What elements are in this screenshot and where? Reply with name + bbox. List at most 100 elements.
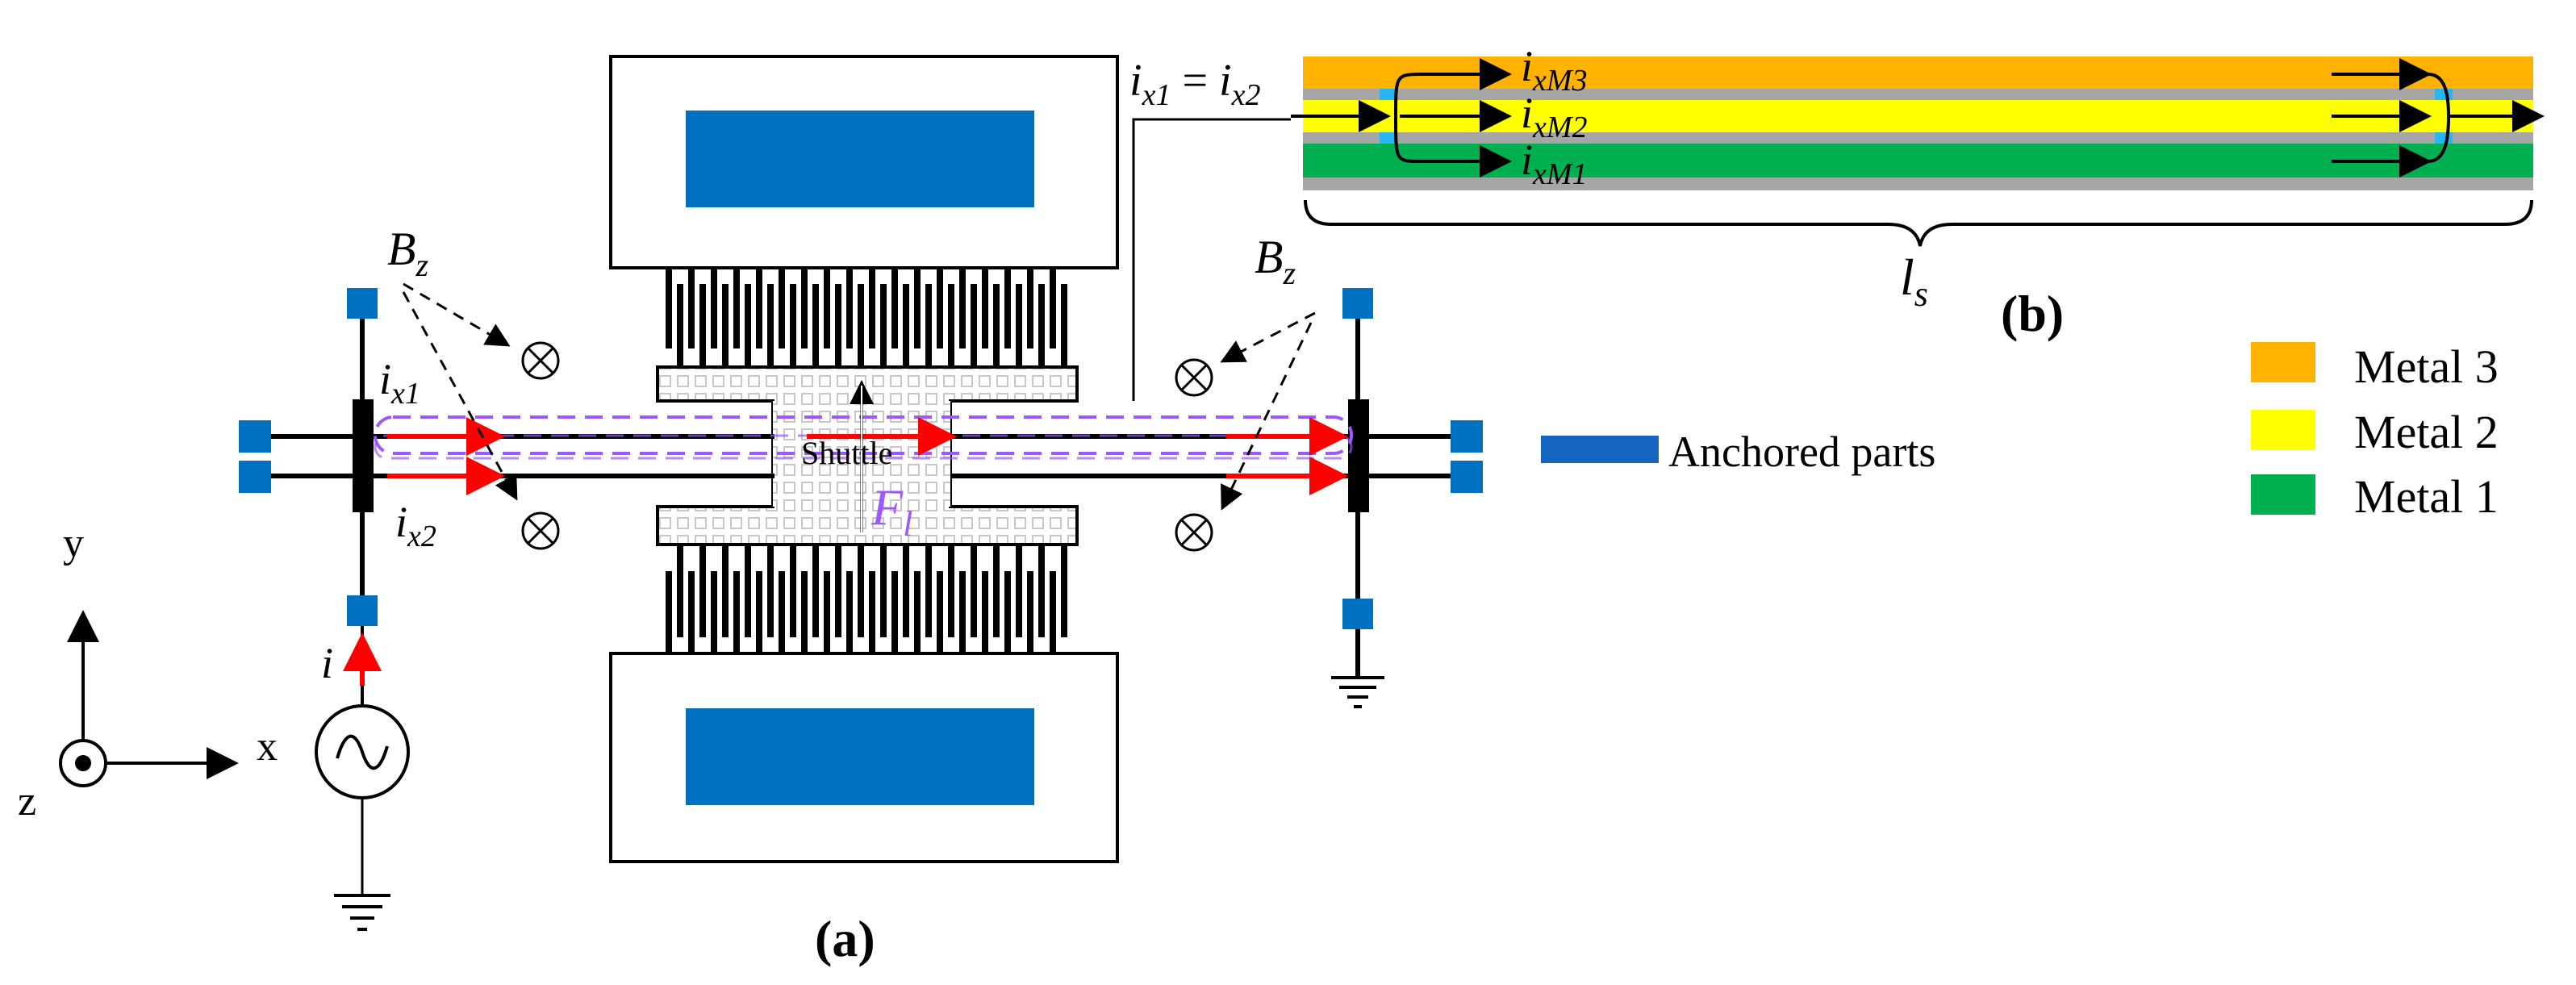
comb-finger <box>959 268 966 349</box>
left-connector-bar <box>353 399 374 512</box>
comb-finger <box>1004 268 1011 349</box>
comb-finger <box>699 284 706 367</box>
comb-finger <box>925 545 932 637</box>
ixM3-label: ixM3 <box>1521 42 1588 98</box>
comb-finger <box>756 571 762 653</box>
comb-finger <box>914 268 921 349</box>
shuttle-label: Shuttle <box>801 435 892 471</box>
comb-finger <box>666 268 672 349</box>
comb-finger <box>891 268 898 349</box>
comb-finger <box>688 571 695 653</box>
legend-swatch-metal1 <box>2251 474 2315 515</box>
comb-finger <box>790 284 796 367</box>
left-ground-icon <box>334 894 390 931</box>
comb-finger <box>937 268 943 349</box>
comb-finger <box>745 545 751 637</box>
comb-finger <box>869 571 875 653</box>
top-comb-fingers <box>666 268 1067 367</box>
comb-finger <box>880 284 887 367</box>
comb-finger <box>1027 571 1033 653</box>
comb-finger <box>993 284 1000 367</box>
comb-finger <box>971 284 977 367</box>
layer-current-arrows <box>1291 58 2545 177</box>
bz-field-arrows-left <box>402 282 518 501</box>
right-connector-bar <box>1348 399 1369 512</box>
comb-finger <box>891 571 898 653</box>
comb-finger <box>733 268 740 349</box>
length-brace <box>1304 199 2533 247</box>
comb-finger <box>801 268 808 349</box>
comb-finger <box>835 284 841 367</box>
comb-finger <box>733 571 740 653</box>
comb-finger <box>948 545 954 637</box>
bz-label-right: Bz <box>1255 231 1296 291</box>
right-beams <box>950 434 1456 478</box>
panel-a-label: (a) <box>815 910 875 967</box>
comb-finger <box>937 571 943 653</box>
ixM2-label: ixM2 <box>1521 89 1588 144</box>
comb-finger <box>993 545 1000 637</box>
current-arrows <box>387 417 1348 495</box>
top-stator-anchor <box>686 111 1034 207</box>
bz-field-arrows-right <box>1220 311 1316 511</box>
dielectric-2 <box>1303 132 2533 144</box>
comb-finger <box>1038 284 1045 367</box>
right-top-anchor <box>1342 288 1373 319</box>
left-bottom-anchor <box>347 595 378 626</box>
bottom-stator-anchor <box>686 708 1034 805</box>
force-label: Fl <box>870 478 912 544</box>
comb-finger <box>688 268 695 349</box>
comb-finger <box>745 284 751 367</box>
comb-finger <box>767 545 774 637</box>
left-beams <box>250 434 774 478</box>
comb-finger <box>846 571 853 653</box>
bottom-comb-fingers <box>666 545 1067 653</box>
comb-finger <box>722 284 729 367</box>
left-top-anchor <box>347 288 378 319</box>
comb-finger <box>903 545 909 637</box>
comb-finger <box>1004 571 1011 653</box>
ixM1-label: ixM1 <box>1521 136 1588 191</box>
coordinate-axes: y x z <box>18 520 278 824</box>
legend-anchored: Anchored parts <box>1541 428 1935 476</box>
panel-a: Bz Bz ix1 ix2 i Shuttle Fl ix1 = ix2 y x… <box>18 55 1483 967</box>
dielectric-1 <box>1303 89 2533 100</box>
comb-finger <box>699 545 706 637</box>
legend-swatch-metal3 <box>2251 342 2315 382</box>
panel-b-label: (b) <box>2001 285 2064 342</box>
legend-swatch-anchored <box>1541 436 1659 463</box>
ix2-label: ix2 <box>395 498 436 553</box>
comb-finger <box>835 545 841 637</box>
axis-x-label: x <box>257 724 278 770</box>
legend-label-metal1: Metal 1 <box>2354 470 2499 523</box>
sine-wave-icon <box>336 734 389 770</box>
comb-finger <box>790 545 796 637</box>
source-current-label: i <box>321 639 333 687</box>
b-into-page-icons <box>521 341 1213 552</box>
comb-finger <box>824 268 830 349</box>
comb-finger <box>722 545 729 637</box>
panel-b: ixM3 ixM2 ixM1 ls (b) <box>1291 42 2545 342</box>
comb-finger <box>1061 545 1067 637</box>
comb-finger <box>1038 545 1045 637</box>
comb-finger <box>1050 268 1056 349</box>
comb-finger <box>801 571 808 653</box>
comb-finger <box>1050 571 1056 653</box>
axis-y-label: y <box>63 520 84 566</box>
right-bottom-anchor <box>1342 599 1373 629</box>
comb-finger <box>869 268 875 349</box>
comb-finger <box>880 545 887 637</box>
comb-finger <box>858 284 864 367</box>
comb-finger <box>711 268 717 349</box>
comb-finger <box>1016 284 1022 367</box>
ls-label: ls <box>1900 248 1928 314</box>
comb-finger <box>1016 545 1022 637</box>
left-beam-anchor-top <box>239 420 271 453</box>
comb-finger <box>677 545 683 637</box>
comb-finger <box>666 571 672 653</box>
comb-finger <box>982 268 988 349</box>
ix1-label: ix1 <box>379 355 420 411</box>
comb-finger <box>1027 268 1033 349</box>
comb-finger <box>948 284 954 367</box>
